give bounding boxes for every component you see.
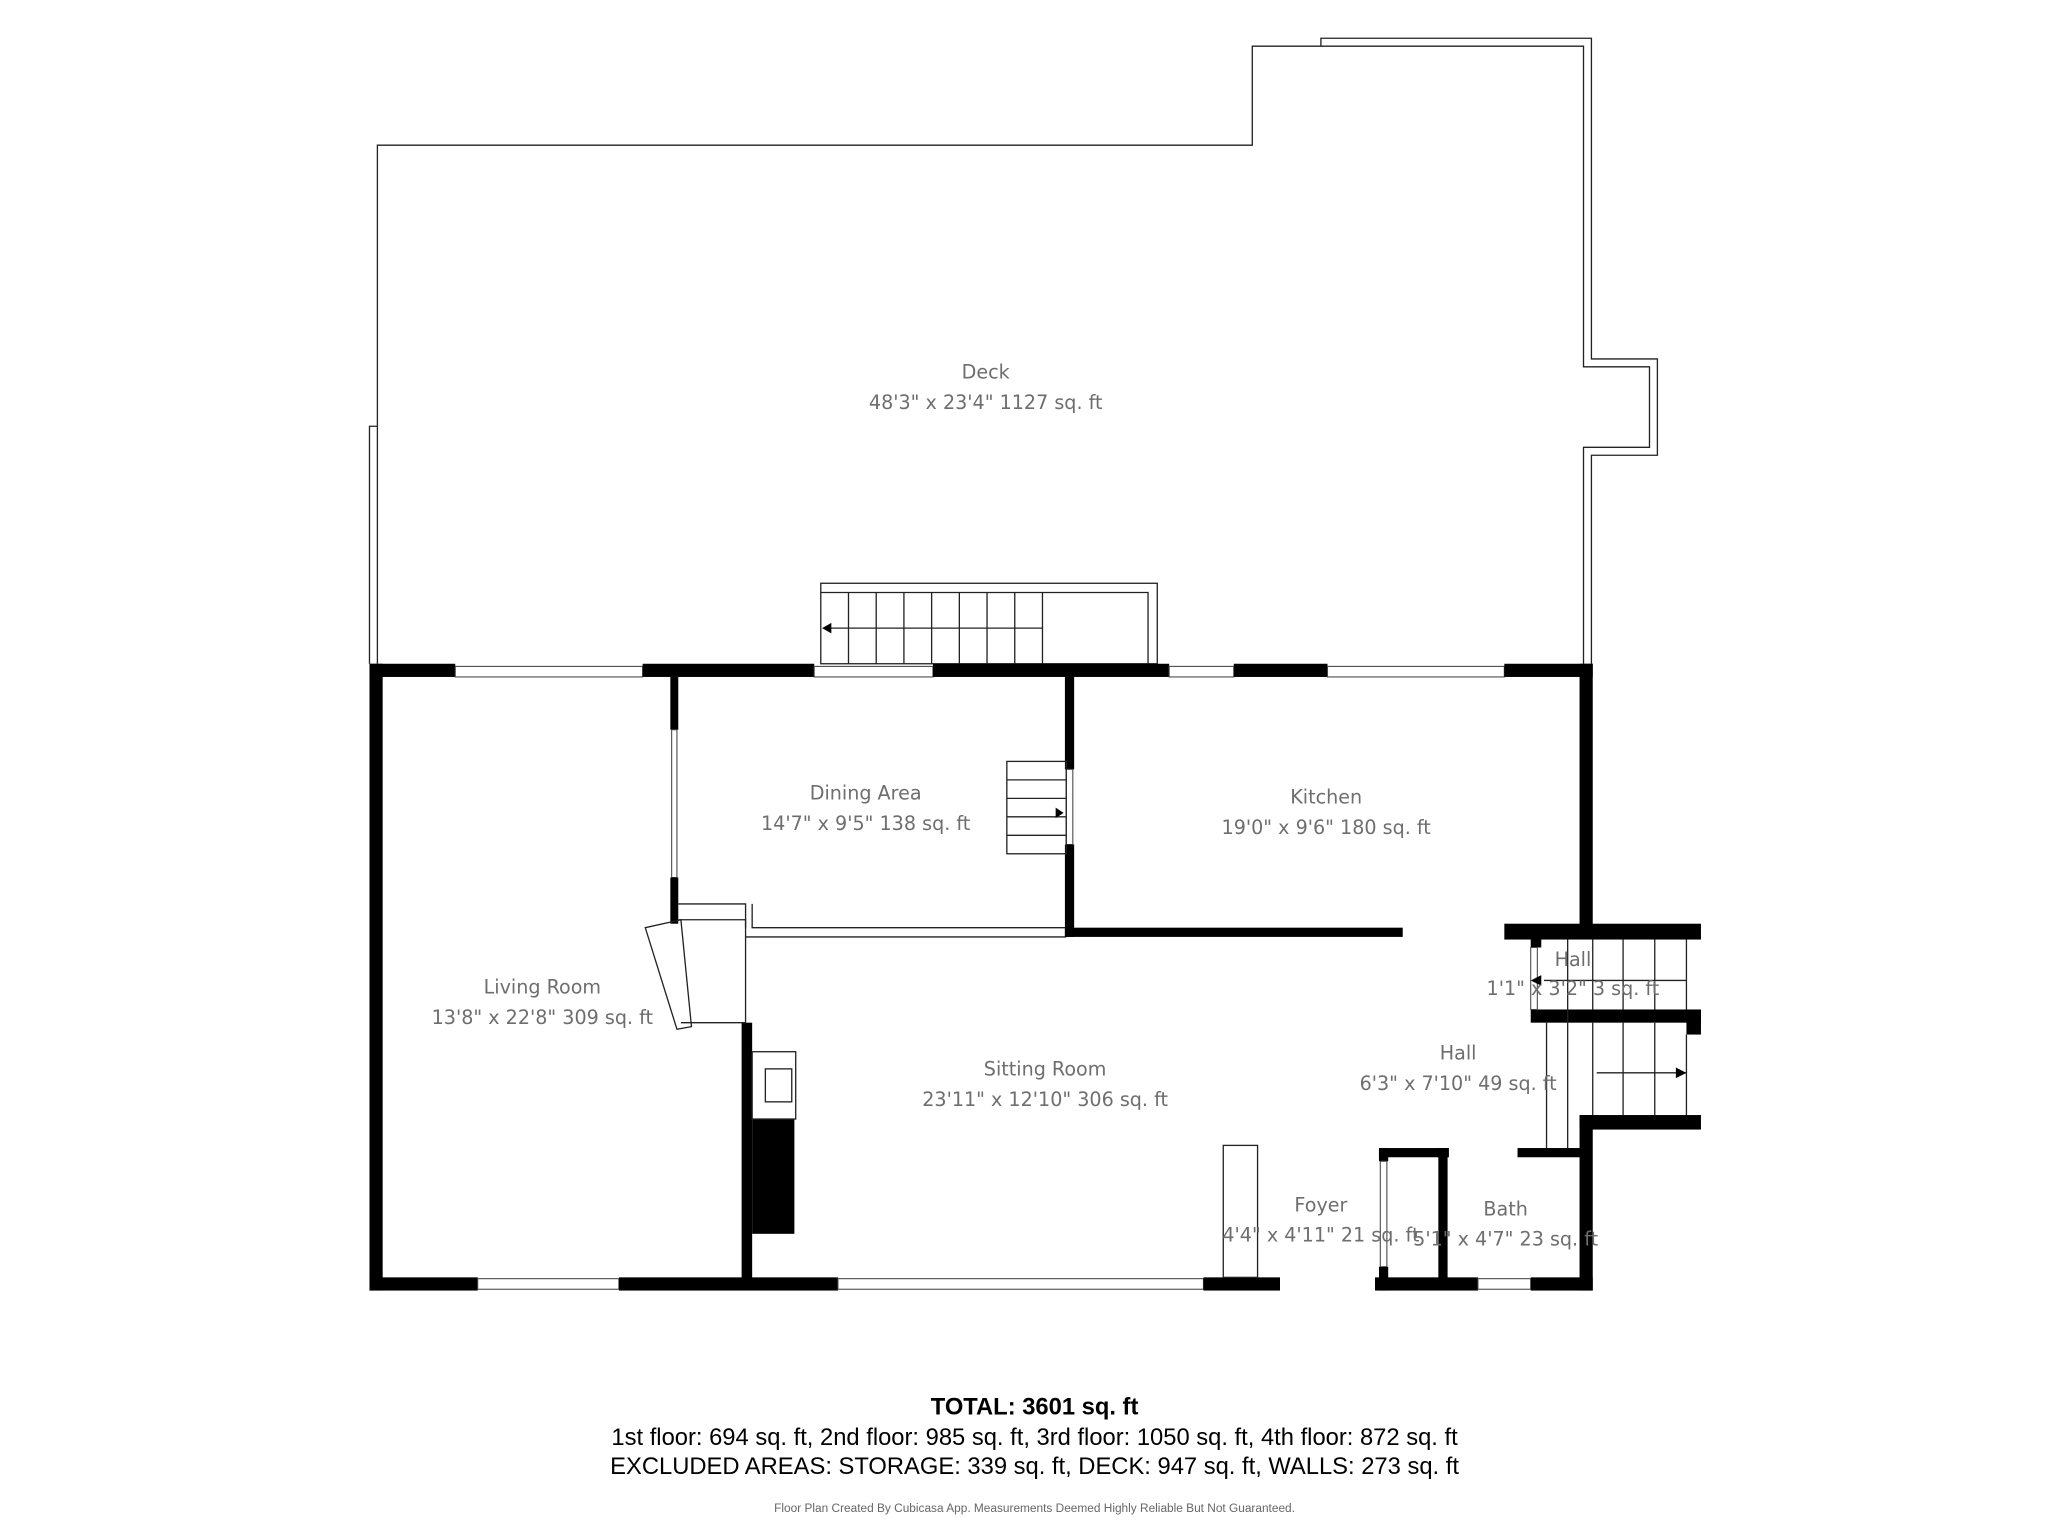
room-name: Hall bbox=[1555, 948, 1592, 971]
room-dimensions: 4'4" x 4'11" 21 sq. ft bbox=[1222, 1224, 1420, 1247]
floor-areas: 1st floor: 694 sq. ft, 2nd floor: 985 sq… bbox=[611, 1424, 1458, 1451]
hall-stairs bbox=[1530, 939, 1688, 1149]
disclaimer: Floor Plan Created By Cubicasa App. Meas… bbox=[774, 1501, 1295, 1515]
room-hall: Hall 6'3" x 7'10" 49 sq. ft bbox=[1360, 1042, 1558, 1095]
room-foyer: Foyer 4'4" x 4'11" 21 sq. ft bbox=[1222, 1193, 1420, 1246]
room-name: Deck bbox=[962, 361, 1011, 384]
room-kitchen: Kitchen 19'0" x 9'6" 180 sq. ft bbox=[1222, 786, 1432, 839]
room-sitting: Sitting Room 23'11" x 12'10" 306 sq. ft bbox=[922, 1057, 1168, 1110]
room-name: Foyer bbox=[1294, 1193, 1347, 1216]
excluded-areas: EXCLUDED AREAS: STORAGE: 339 sq. ft, DEC… bbox=[610, 1453, 1459, 1480]
room-dimensions: 14'7" x 9'5" 138 sq. ft bbox=[761, 812, 971, 835]
room-name: Sitting Room bbox=[984, 1057, 1107, 1080]
room-name: Living Room bbox=[484, 976, 601, 999]
dining-stairs bbox=[1006, 760, 1067, 855]
interior-walls bbox=[644, 676, 1701, 1291]
room-name: Bath bbox=[1483, 1197, 1527, 1220]
room-bath: Bath 5'1" x 4'7" 23 sq. ft bbox=[1413, 1197, 1598, 1250]
room-living: Living Room 13'8" x 22'8" 309 sq. ft bbox=[432, 976, 654, 1029]
room-dimensions: 6'3" x 7'10" 49 sq. ft bbox=[1360, 1072, 1558, 1095]
room-name: Kitchen bbox=[1290, 786, 1362, 809]
deck-outline bbox=[368, 37, 1659, 664]
room-dimensions: 19'0" x 9'6" 180 sq. ft bbox=[1222, 816, 1432, 839]
deck-stairs bbox=[820, 582, 1158, 665]
room-dimensions: 48'3" x 23'4" 1127 sq. ft bbox=[869, 391, 1103, 414]
exterior-walls bbox=[369, 663, 1593, 1291]
room-dimensions: 23'11" x 12'10" 306 sq. ft bbox=[922, 1088, 1168, 1111]
room-hall-small: Hall 1'1" x 3'2" 3 sq. ft bbox=[1487, 948, 1660, 1000]
room-dining: Dining Area 14'7" x 9'5" 138 sq. ft bbox=[761, 782, 971, 835]
room-deck: Deck 48'3" x 23'4" 1127 sq. ft bbox=[869, 361, 1103, 414]
room-name: Dining Area bbox=[810, 782, 922, 805]
room-dimensions: 5'1" x 4'7" 23 sq. ft bbox=[1413, 1228, 1598, 1251]
room-dimensions: 1'1" x 3'2" 3 sq. ft bbox=[1487, 977, 1660, 1000]
room-name: Hall bbox=[1440, 1042, 1477, 1065]
room-dimensions: 13'8" x 22'8" 309 sq. ft bbox=[432, 1006, 654, 1029]
total-area: TOTAL: 3601 sq. ft bbox=[931, 1394, 1139, 1421]
